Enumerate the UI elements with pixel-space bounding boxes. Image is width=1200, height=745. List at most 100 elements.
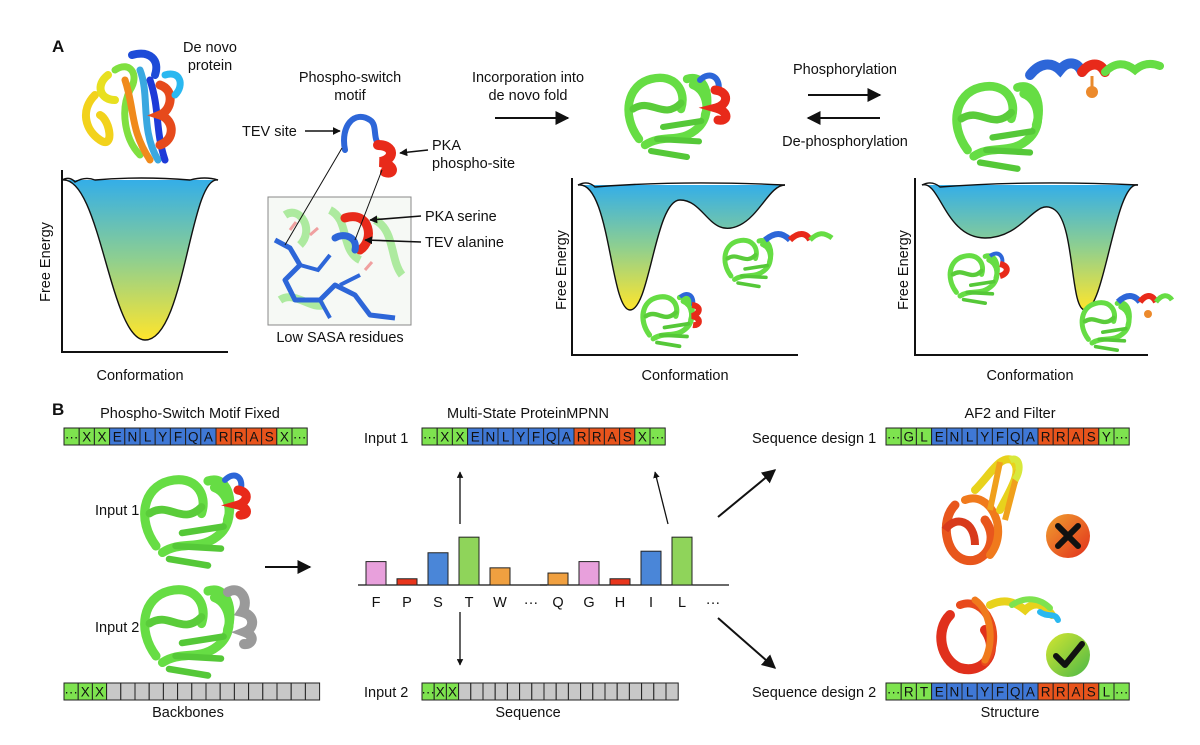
pka-site-label-line2: phospho-site — [432, 156, 515, 172]
sequence-cell — [162, 682, 179, 701]
energy-well-2 — [571, 178, 834, 356]
sequence-cell — [1113, 682, 1130, 701]
free-energy-label-3: Free Energy — [896, 229, 912, 310]
sequence-cell — [555, 682, 569, 701]
sequence-residue: X — [455, 430, 464, 445]
fold-protein-structure — [629, 72, 731, 157]
sequence-residue: R — [592, 430, 602, 445]
sequence-residue: S — [265, 430, 274, 445]
sequence-residue: Y — [158, 430, 167, 445]
input2-label: Input 2 — [95, 620, 139, 636]
sequence-residue: S — [1087, 685, 1096, 700]
sequence-residue: R — [234, 430, 244, 445]
conformation-label-2: Conformation — [641, 368, 728, 384]
sequence-cell — [233, 682, 250, 701]
sequence-cell — [482, 682, 496, 701]
amino-acid-label: ··· — [706, 595, 721, 611]
motif-fixed-title: Phospho-Switch Motif Fixed — [100, 406, 280, 422]
sequence-residue: F — [996, 430, 1004, 445]
sequence-residue: Q — [546, 430, 557, 445]
free-energy-label-2: Free Energy — [554, 229, 570, 310]
energy-well-1 — [61, 170, 228, 353]
incorporation-label-line2: de novo fold — [488, 88, 567, 104]
sequence-label: Sequence — [495, 705, 560, 721]
input1-seq-label: Input 1 — [364, 431, 408, 447]
input1-label: Input 1 — [95, 503, 139, 519]
sequence-residue: X — [82, 430, 91, 445]
design2-af2-structure — [936, 596, 1061, 675]
panel-b-label: B — [52, 400, 64, 419]
af2-filter-title: AF2 and Filter — [964, 406, 1055, 422]
probability-bar — [671, 536, 693, 586]
sequence-residue: A — [1071, 685, 1080, 700]
structure-label: Structure — [981, 705, 1040, 721]
sequence-cell — [580, 682, 594, 701]
sequence-residue: T — [920, 685, 928, 700]
sequence-residue: L — [1103, 685, 1111, 700]
sequence-residue: E — [935, 430, 944, 445]
sequence-cell — [177, 682, 193, 701]
sequence-residue: L — [966, 685, 974, 700]
sequence-residue: S — [1087, 430, 1096, 445]
sequence-residue: L — [144, 430, 152, 445]
sequence-residue: A — [204, 430, 213, 445]
amino-acid-label: H — [615, 595, 625, 611]
sequence-cell — [543, 682, 557, 701]
sequence-residue: X — [280, 430, 289, 445]
pka-site-label-line1: PKA — [432, 138, 461, 154]
sequence-residue: R — [219, 430, 229, 445]
sequence-cell — [291, 427, 308, 446]
sequence-residue: X — [97, 430, 106, 445]
sequence-cell — [616, 682, 630, 701]
sequence-cell — [641, 682, 655, 701]
sequence-residue: ··· — [421, 685, 435, 700]
sequence-residue: Q — [1010, 430, 1021, 445]
amino-acid-label: P — [402, 595, 412, 611]
sequence-residue: A — [1071, 430, 1080, 445]
amino-acid-label: W — [493, 595, 507, 611]
sequence-residue: Y — [1102, 430, 1111, 445]
probability-bar — [609, 578, 631, 586]
sequence-cell — [248, 682, 264, 701]
amino-acid-label: L — [678, 595, 686, 611]
accept-icon — [1046, 633, 1090, 677]
sequence-residue: R — [1056, 685, 1066, 700]
sequence-residue: ··· — [423, 430, 437, 445]
sequence-cell — [134, 682, 150, 701]
sequence-residue: A — [249, 430, 258, 445]
sequence-cell — [494, 682, 508, 701]
sequence-residue: N — [950, 430, 960, 445]
sequence-residue: F — [532, 430, 540, 445]
amino-acid-label: F — [372, 595, 381, 611]
input2-protein-structure — [145, 590, 258, 676]
sequence-residue: E — [471, 430, 480, 445]
sequence-residue: ··· — [293, 430, 307, 445]
sequence-cell — [519, 682, 533, 701]
sequence-cell — [592, 682, 606, 701]
sequence-cell — [458, 682, 472, 701]
to-design2-arrow — [717, 617, 777, 669]
to-design1-arrow — [717, 469, 777, 518]
l-up-arrow — [653, 471, 669, 525]
sequence-cell — [290, 682, 306, 701]
sequence-residue: R — [1056, 430, 1066, 445]
sequence-cell — [205, 682, 221, 701]
probability-bar — [547, 572, 569, 586]
sequence-cell — [191, 682, 207, 701]
tev-alanine-label: TEV alanine — [425, 235, 504, 251]
tev-site-label: TEV site — [242, 124, 297, 140]
sequence-residue: A — [607, 430, 616, 445]
sequence-residue: N — [128, 430, 138, 445]
sequence-residue: A — [1026, 685, 1035, 700]
conformation-label-1: Conformation — [96, 368, 183, 384]
sequence-cell — [120, 682, 136, 701]
design1-label: Sequence design 1 — [752, 431, 876, 447]
design2-label: Sequence design 2 — [752, 685, 876, 701]
sequence-residue: F — [996, 685, 1004, 700]
sequence-residue: X — [638, 430, 647, 445]
sequence-residue: X — [448, 685, 457, 700]
